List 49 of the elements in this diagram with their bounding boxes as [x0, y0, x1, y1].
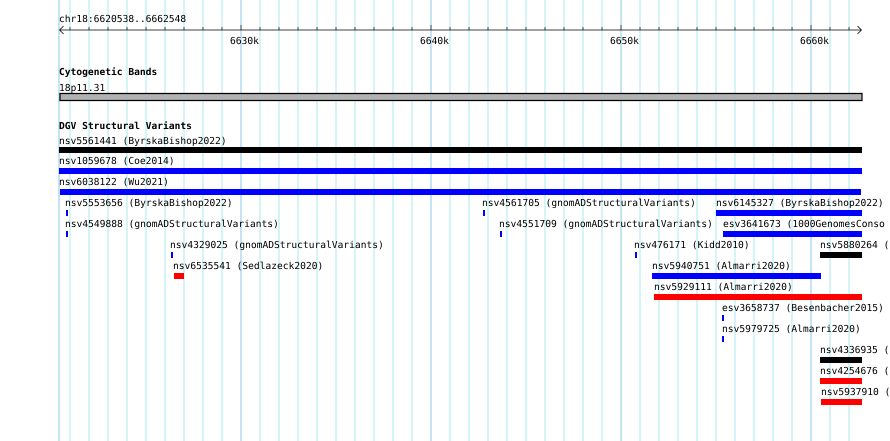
variant-bar: nsv476171 (Kidd2010)	[634, 240, 748, 258]
variant-bar: nsv5979725 (Almarri2020)	[722, 324, 859, 342]
node-label: esv3641673 (1000GenomesConso	[724, 220, 884, 228]
node-label: nsv4549888 (gnomADStructuralVariants)	[66, 220, 277, 230]
node-label: nsv5929111 (Almarri2020)	[654, 282, 791, 292]
variant-bar: nsv4329025 (gnomADStructuralVariants)	[170, 240, 382, 258]
variant-bar: esv3658737 (Besenbacher2015)	[722, 304, 882, 321]
node-label: nsv4551709 (gnomADStructuralVariants)	[500, 220, 711, 230]
variant-bar: nsv5940751 (Almarri2020)	[652, 262, 822, 279]
variant-bar: nsv5561441 (ByrskaBishop2022)	[59, 136, 862, 153]
node-label: nsv4561705 (gnomADStructuralVariants)	[482, 198, 694, 208]
node-label: nsv5937910 (	[822, 388, 889, 396]
variant-bar: nsv5880264 (	[820, 240, 888, 258]
variant-bar: nsv4254676 (	[820, 366, 888, 384]
coordinate-label: chr18:6620538..6662548	[60, 14, 186, 22]
node-label: nsv6145327 (ByrskaBishop2022)	[716, 198, 882, 208]
node-label: nsv4329025 (gnomADStructuralVariants)	[170, 240, 382, 250]
node-label: nsv4254676 (	[820, 366, 888, 376]
variant-bar: nsv1059678 (Coe2014)	[59, 156, 862, 174]
node-label: nsv5940751 (Almarri2020)	[652, 262, 789, 270]
node-label: nsv5561441 (ByrskaBishop2022)	[60, 136, 225, 146]
node-label: nsv6535541 (Sedlazeck2020)	[174, 262, 322, 270]
chromosome-band: 18p11.31	[59, 84, 863, 102]
node-label: nsv5553656 (ByrskaBishop2022)	[66, 198, 231, 208]
variant-bar: nsv4336935 (	[820, 346, 888, 363]
node-label: nsv476171 (Kidd2010)	[634, 240, 748, 250]
variant-bar: nsv6145327 (ByrskaBishop2022)	[716, 198, 882, 216]
node-label: esv3658737 (Besenbacher2015)	[722, 304, 882, 312]
variant-bar: nsv4549888 (gnomADStructuralVariants)	[66, 220, 277, 237]
node-label: nsv6038122 (Wu2021)	[60, 178, 167, 186]
node-label: 18p11.31	[60, 84, 105, 93]
node-label: nsv5979725 (Almarri2020)	[722, 324, 859, 334]
variant-bar: nsv6535541 (Sedlazeck2020)	[174, 262, 322, 279]
tick-label: 6640k	[420, 36, 449, 44]
node-label: nsv4336935 (	[820, 346, 888, 354]
node-label: nsv5880264 (	[820, 240, 888, 250]
tick-label: 6650k	[610, 36, 639, 44]
variant-bar: nsv5937910 (	[821, 388, 889, 405]
variant-bar: nsv6038122 (Wu2021)	[60, 178, 862, 195]
tick-label: 6630k	[230, 36, 259, 44]
variant-bar: nsv5553656 (ByrskaBishop2022)	[66, 198, 231, 216]
track-title: DGV Structural Variants	[60, 121, 192, 130]
variant-bar: nsv4561705 (gnomADStructuralVariants)	[482, 198, 694, 216]
track-title: Cytogenetic Bands	[60, 67, 156, 77]
node-label: nsv1059678 (Coe2014)	[60, 156, 173, 166]
variant-bar: esv3641673 (1000GenomesConso	[723, 220, 884, 237]
tick-label: 6660k	[800, 36, 829, 44]
variant-bar: nsv5929111 (Almarri2020)	[654, 282, 862, 300]
variant-bar: nsv4551709 (gnomADStructuralVariants)	[500, 220, 711, 237]
